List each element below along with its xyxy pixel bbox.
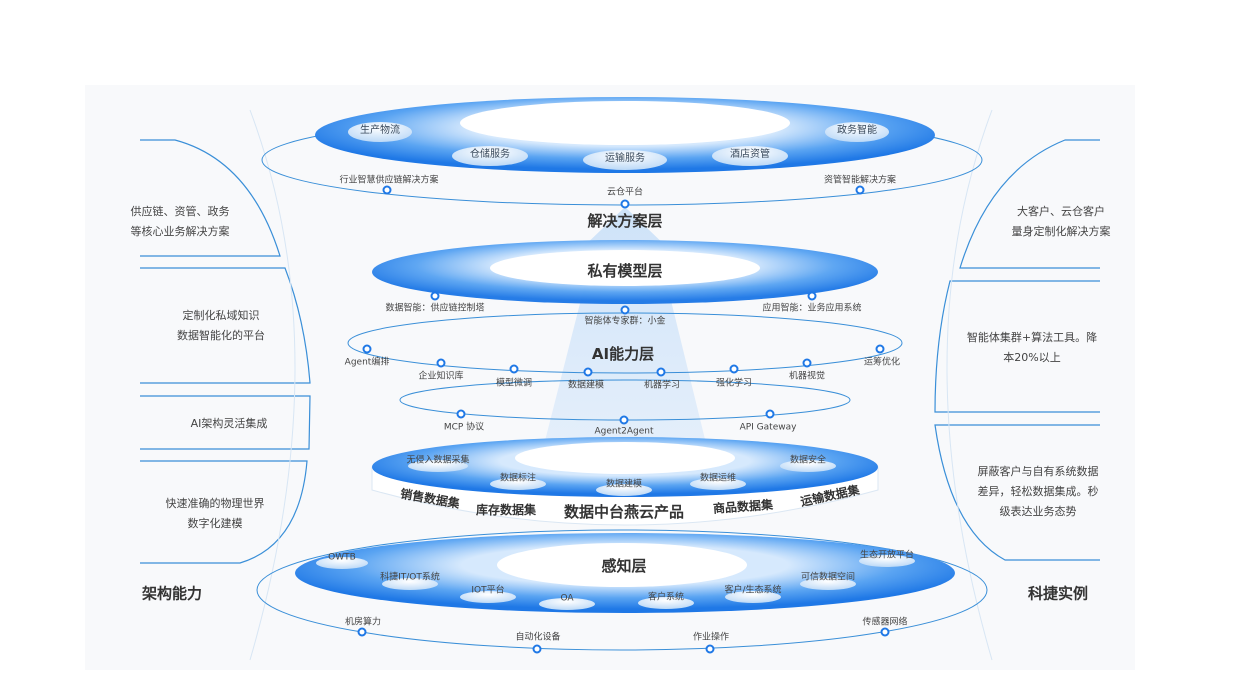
perception-pill: 客户系统 — [647, 592, 685, 603]
right-item-line: 量身定制化解决方案 — [1011, 225, 1111, 238]
left-item-line: 等核心业务解决方案 — [130, 225, 230, 238]
left-item: 定制化私域知识 数据智能化的平台 — [177, 306, 265, 346]
ai-node-label: 模型微调 — [495, 378, 533, 389]
protocol-label: API Gateway — [739, 422, 797, 433]
private-model-node-label: 数据智能：供应链控制塔 — [385, 303, 485, 314]
data-platform-pill: 数据建模 — [605, 479, 643, 490]
ai-node-label: Agent编排 — [344, 357, 390, 368]
right-heading: 科捷实例 — [1027, 584, 1089, 603]
solution-node-label: 资管智能解决方案 — [823, 175, 897, 186]
private-model-node-label: 智能体专家群：小金 — [584, 316, 666, 327]
private-model-node-label: 应用智能：业务应用系统 — [762, 303, 862, 314]
data-platform-pill: 无侵入数据采集 — [406, 455, 470, 466]
perception-node-label: 传感器网络 — [862, 617, 908, 628]
perception-pill: 生态开放平台 — [859, 550, 915, 561]
perception-outer-ring — [256, 529, 988, 651]
right-item-line: 本20%以上 — [1003, 351, 1061, 364]
left-item-line: 数据智能化的平台 — [177, 329, 265, 342]
perception-node-label: 作业操作 — [692, 632, 730, 643]
private-model-layer-title: 私有模型层 — [587, 262, 663, 280]
right-item: 大客户、云仓客户 量身定制化解决方案 — [1012, 202, 1111, 242]
ai-node-label: 机器学习 — [643, 380, 681, 391]
right-item: 智能体集群+算法工具。降 本20%以上 — [967, 328, 1097, 368]
left-item-line: 数字化建模 — [187, 517, 243, 530]
data-platform-pill: 数据标注 — [499, 473, 537, 484]
left-item: 快速准确的物理世界 数字化建模 — [166, 494, 265, 534]
ai-node-label: 企业知识库 — [418, 371, 464, 382]
solution-node-label: 行业智慧供应链解决方案 — [339, 175, 439, 186]
left-item: 供应链、资管、政务 等核心业务解决方案 — [131, 202, 230, 242]
outer-right-arc — [946, 109, 993, 661]
perception-layer-title: 感知层 — [601, 557, 647, 575]
left-heading: 架构能力 — [141, 584, 203, 603]
dataset-label: 库存数据集 — [475, 502, 537, 517]
right-item-line: 大客户、云仓客户 — [1017, 205, 1105, 218]
right-item-line: 差异，轻松数据集成。秒 — [977, 485, 1099, 498]
solution-pill: 生产物流 — [360, 125, 400, 136]
perception-pill: 客户/生态系统 — [724, 585, 782, 596]
right-item-line: 屏蔽客户与自有系统数据 — [977, 465, 1099, 478]
protocol-label: Agent2Agent — [594, 426, 654, 437]
perception-pill: OA — [560, 593, 574, 604]
right-item-line: 智能体集群+算法工具。降 — [966, 331, 1098, 344]
solution-pill: 政务智能 — [837, 125, 877, 136]
ai-layer-title: AI能力层 — [591, 345, 655, 363]
ai-node-label: 数据建模 — [567, 380, 605, 391]
protocol-label: MCP 协议 — [443, 422, 485, 433]
right-item-line: 级表达业务态势 — [999, 505, 1077, 518]
solution-node-label: 云仓平台 — [606, 187, 644, 198]
left-item-line: 快速准确的物理世界 — [165, 497, 265, 510]
solution-layer-title: 解决方案层 — [587, 212, 663, 230]
left-item-line: AI架构灵活集成 — [190, 417, 268, 430]
right-item: 屏蔽客户与自有系统数据 差异，轻松数据集成。秒 级表达业务态势 — [978, 462, 1099, 522]
perception-node-label: 机房算力 — [344, 617, 382, 628]
left-item-line: 供应链、资管、政务 — [130, 205, 230, 218]
perception-pill: OWTB — [328, 552, 356, 563]
left-panel-borders — [140, 139, 1100, 564]
perception-pill: IOT平台 — [471, 585, 505, 596]
solution-pill: 仓储服务 — [470, 149, 510, 160]
outer-left-arc — [249, 109, 296, 661]
data-platform-title: 数据中台燕云产品 — [563, 503, 685, 521]
data-platform-pill: 数据安全 — [789, 455, 827, 466]
perception-pill: 科捷IT/OT系统 — [380, 572, 440, 583]
node-markers — [357, 185, 890, 654]
upward-arrow — [535, 207, 715, 480]
ai-node-label: 运筹优化 — [863, 357, 901, 368]
perception-node-label: 自动化设备 — [515, 632, 561, 643]
data-platform-pill: 数据运维 — [699, 473, 737, 484]
left-item: AI架构灵活集成 — [191, 414, 268, 434]
left-item-line: 定制化私域知识 — [182, 309, 260, 322]
ai-node-label: 强化学习 — [715, 378, 753, 389]
solution-pill: 酒店资管 — [730, 149, 770, 160]
perception-pill: 可信数据空间 — [800, 572, 856, 583]
solution-pill: 运输服务 — [605, 153, 645, 164]
ai-node-label: 机器视觉 — [788, 371, 826, 382]
